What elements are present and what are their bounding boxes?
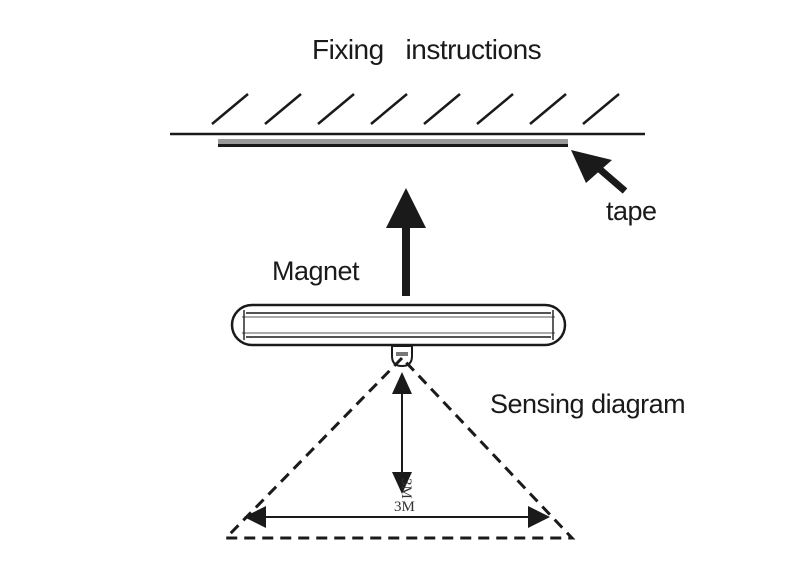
sensing-diagram-label: Sensing diagram xyxy=(490,389,686,419)
tape-label: tape xyxy=(606,196,657,226)
mount-up-arrow xyxy=(386,188,426,296)
ceiling-surface xyxy=(170,93,645,136)
tape-strip xyxy=(218,139,568,147)
tape-pointer-arrow xyxy=(571,150,628,194)
sensing-cone xyxy=(222,355,576,540)
vertical-distance-arrow xyxy=(392,372,412,494)
vertical-distance-label: 3M xyxy=(398,478,414,499)
diagram-title: Fixing instructions xyxy=(312,34,542,65)
motion-sensor xyxy=(391,345,413,368)
magnet-label: Magnet xyxy=(272,256,360,286)
horizontal-distance-label: 3M xyxy=(394,499,415,515)
light-bar xyxy=(230,303,567,347)
horizontal-distance-arrow xyxy=(244,506,550,528)
